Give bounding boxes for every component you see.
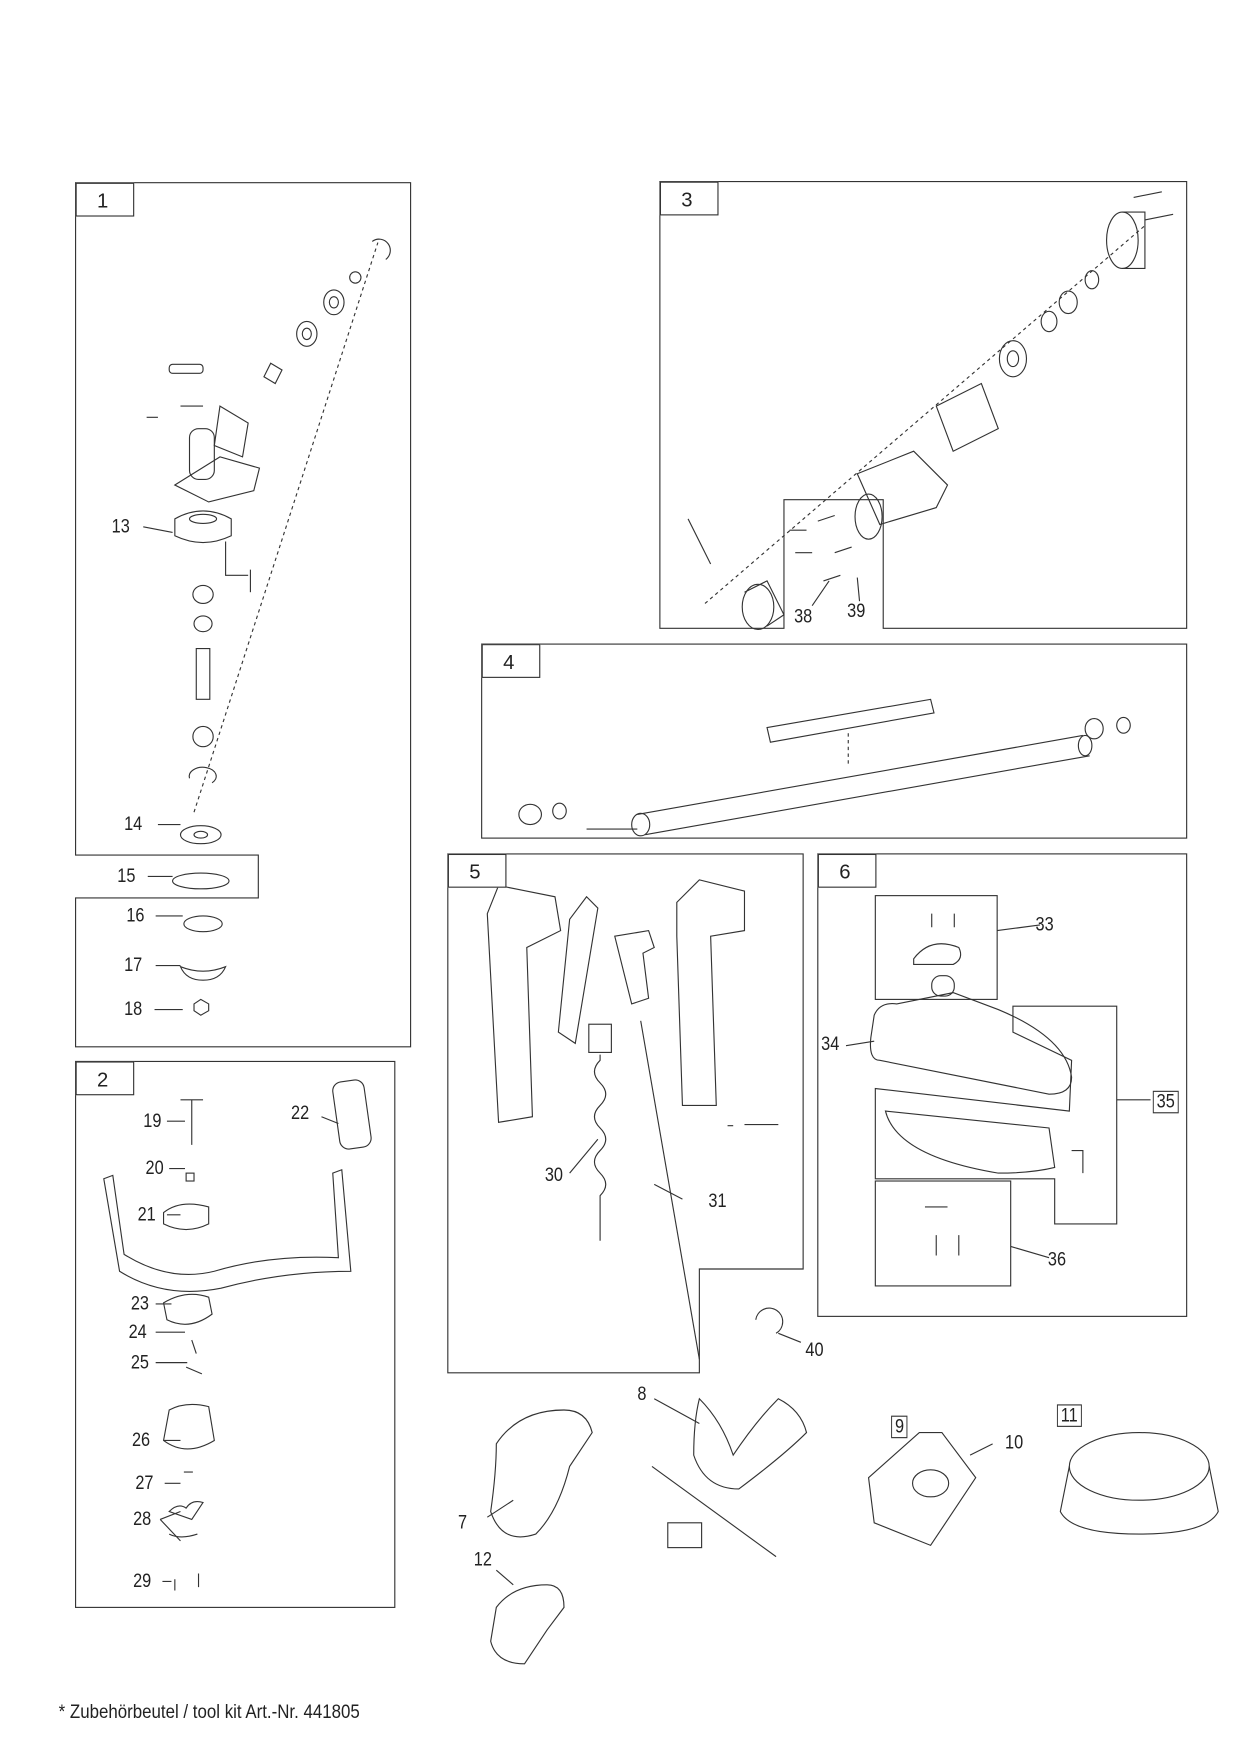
accessory-parts (486, 1397, 1219, 1665)
group-frame-5 (447, 853, 804, 1374)
callout-15: 15 (117, 865, 136, 887)
callout-17: 17 (124, 954, 143, 976)
callout-8: 8 (637, 1382, 647, 1405)
handlebar-parts (103, 1079, 372, 1591)
callout-36: 36 (1047, 1248, 1067, 1271)
group-label-1: 1 (75, 182, 135, 217)
callout-40: 40 (805, 1338, 824, 1361)
callout-21: 21 (137, 1203, 156, 1226)
callout-20: 20 (145, 1157, 164, 1179)
callout-22: 22 (291, 1102, 310, 1124)
callout-16: 16 (126, 904, 145, 927)
gear-head-parts (143, 238, 391, 1016)
callout-11: 11 (1056, 1404, 1082, 1427)
callout-10: 10 (1005, 1431, 1024, 1453)
motor-parts (687, 191, 1174, 630)
group-frame-2 (75, 1060, 396, 1608)
callout-23: 23 (130, 1292, 149, 1315)
callout-39: 39 (847, 600, 866, 622)
group-label-3: 3 (659, 181, 719, 216)
callout-25: 25 (130, 1351, 149, 1373)
handle-parts (486, 879, 802, 1360)
shaft-parts (518, 698, 1131, 837)
callout-18: 18 (124, 998, 143, 1020)
group-label-4: 4 (481, 644, 541, 678)
callout-38: 38 (794, 605, 813, 628)
group-frame-1 (75, 182, 412, 1048)
subframe-36 (874, 1180, 1012, 1287)
callout-28: 28 (133, 1508, 152, 1530)
subframe-35 (874, 1005, 1118, 1225)
callout-9: 9 (891, 1415, 908, 1439)
group-label-6: 6 (817, 853, 877, 888)
callout-34: 34 (821, 1033, 840, 1055)
callout-14: 14 (124, 813, 143, 835)
callout-33: 33 (1035, 913, 1054, 936)
callout-12: 12 (473, 1548, 492, 1571)
callout-27: 27 (135, 1472, 154, 1494)
guard-parts (845, 913, 1151, 1259)
group-frame-3 (659, 181, 1188, 629)
callout-19: 19 (143, 1109, 162, 1132)
callout-13: 13 (111, 515, 130, 537)
tool-kit-footnote: * Zubehörbeutel / tool kit Art.-Nr. 4418… (58, 1701, 360, 1723)
callout-30: 30 (544, 1164, 563, 1186)
group-label-2: 2 (75, 1061, 135, 1096)
callout-24: 24 (128, 1320, 147, 1343)
group-frame-4 (481, 643, 1188, 839)
callout-7: 7 (457, 1511, 468, 1533)
callout-31: 31 (708, 1190, 727, 1212)
callout-29: 29 (133, 1570, 152, 1592)
callout-26: 26 (131, 1429, 151, 1451)
group-frame-6 (817, 853, 1188, 1317)
subframe-33 (874, 895, 998, 1000)
group-label-5: 5 (447, 853, 507, 888)
callout-35: 35 (1152, 1090, 1179, 1114)
